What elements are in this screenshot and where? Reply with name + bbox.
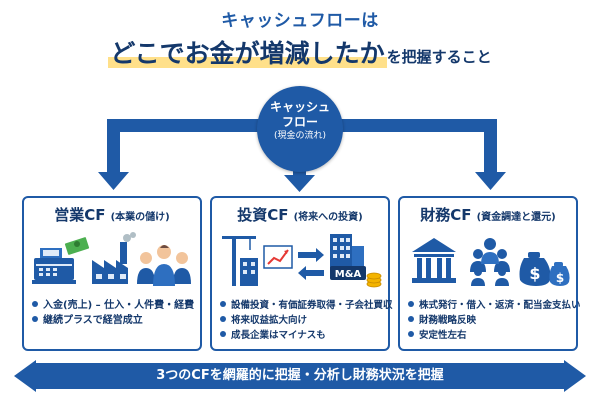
card-subtitle: (資金調達と還元) bbox=[476, 212, 556, 223]
svg-text:$: $ bbox=[529, 264, 540, 283]
card-bullets: 株式発行・借入・返済・配当金支払い 財務戦略反映 安定性左右 bbox=[408, 298, 581, 343]
connector-left bbox=[107, 119, 120, 173]
card-bullets: 設備投資・有価証券取得・子会社買収 将来収益拡大向け 成長企業はマイナスも bbox=[220, 298, 393, 343]
header-highlight: どこでお金が増減したか bbox=[108, 39, 387, 68]
card-icons: M&A bbox=[222, 234, 382, 288]
footer-banner: 3つのCFを網羅的に把握・分析し財務状況を把握 bbox=[34, 363, 566, 389]
card-bullets: 入金(売上) – 仕入・人件費・経費 継続プラスで経営成立 bbox=[32, 298, 194, 328]
card-heading: 財務CF (資金調達と還元) bbox=[400, 204, 576, 225]
card-subtitle: (本業の儲け) bbox=[110, 212, 170, 223]
center-line1: キャッシュ bbox=[269, 100, 330, 114]
cash-register-icon bbox=[32, 248, 76, 284]
bullet-item: 株式発行・借入・返済・配当金支払い bbox=[408, 298, 581, 313]
arrowhead-middle bbox=[284, 175, 315, 192]
bullet-item: 財務戦略反映 bbox=[408, 313, 581, 328]
money-bags-icon: $ $ bbox=[519, 252, 570, 286]
svg-text:$: $ bbox=[556, 271, 564, 285]
card-icons: $ $ bbox=[412, 238, 570, 286]
card-financing-cf: 財務CF (資金調達と還元) $ $ 株式発行・借入・返済・配当金支払い 財務戦… bbox=[398, 196, 581, 351]
bullet-item: 成長企業はマイナスも bbox=[220, 328, 393, 343]
bullet-item: 継続プラスで経営成立 bbox=[32, 313, 194, 328]
bullet-item: 安定性左右 bbox=[408, 328, 581, 343]
connector-right bbox=[484, 119, 497, 173]
card-heading: 営業CF (本業の儲け) bbox=[24, 204, 200, 225]
arrowhead-right bbox=[475, 172, 506, 190]
arrowhead-left bbox=[98, 172, 129, 190]
m-and-a-label-bg bbox=[330, 266, 366, 280]
cashflow-center-node: キャッシュ フロー (現金の流れ) bbox=[257, 86, 343, 172]
header-line2: どこでお金が増減したかを把握すること bbox=[0, 34, 600, 70]
card-icons bbox=[32, 232, 191, 286]
people-group-icon bbox=[137, 245, 191, 286]
card-operating-cf: 営業CF (本業の儲け) 入金(売上) – bbox=[22, 196, 202, 351]
card-subtitle: (将来への投資) bbox=[293, 212, 363, 223]
card-title: 営業CF bbox=[54, 206, 106, 224]
coins-icon bbox=[366, 272, 382, 288]
bullet-item: 入金(売上) – 仕入・人件費・経費 bbox=[32, 298, 194, 313]
bullet-item: 設備投資・有価証券取得・子会社買収 bbox=[220, 298, 393, 313]
shareholders-icon bbox=[470, 238, 510, 286]
bank-icon bbox=[412, 238, 456, 283]
money-stack-icon bbox=[64, 237, 90, 255]
card-investing-cf: 投資CF (将来への投資) M&A bbox=[210, 196, 393, 351]
card-title: 投資CF bbox=[237, 206, 289, 224]
center-line3: (現金の流れ) bbox=[273, 131, 327, 141]
footer-arrow-right bbox=[564, 360, 586, 392]
m-and-a-label: M&A bbox=[335, 269, 362, 280]
card-title: 財務CF bbox=[420, 206, 472, 224]
center-line2: フロー bbox=[281, 115, 318, 129]
exchange-arrows-icon bbox=[298, 248, 324, 280]
connector-middle bbox=[293, 170, 306, 176]
factory-icon bbox=[92, 232, 136, 284]
growth-chart-icon bbox=[263, 245, 293, 269]
card-heading: 投資CF (将来への投資) bbox=[212, 204, 388, 225]
header-line1: キャッシュフローは bbox=[221, 11, 379, 31]
construction-crane-icon bbox=[222, 236, 258, 286]
header-line2-rest: を把握すること bbox=[386, 48, 492, 66]
footer-arrow-left bbox=[14, 360, 36, 392]
bullet-item: 将来収益拡大向け bbox=[220, 313, 393, 328]
